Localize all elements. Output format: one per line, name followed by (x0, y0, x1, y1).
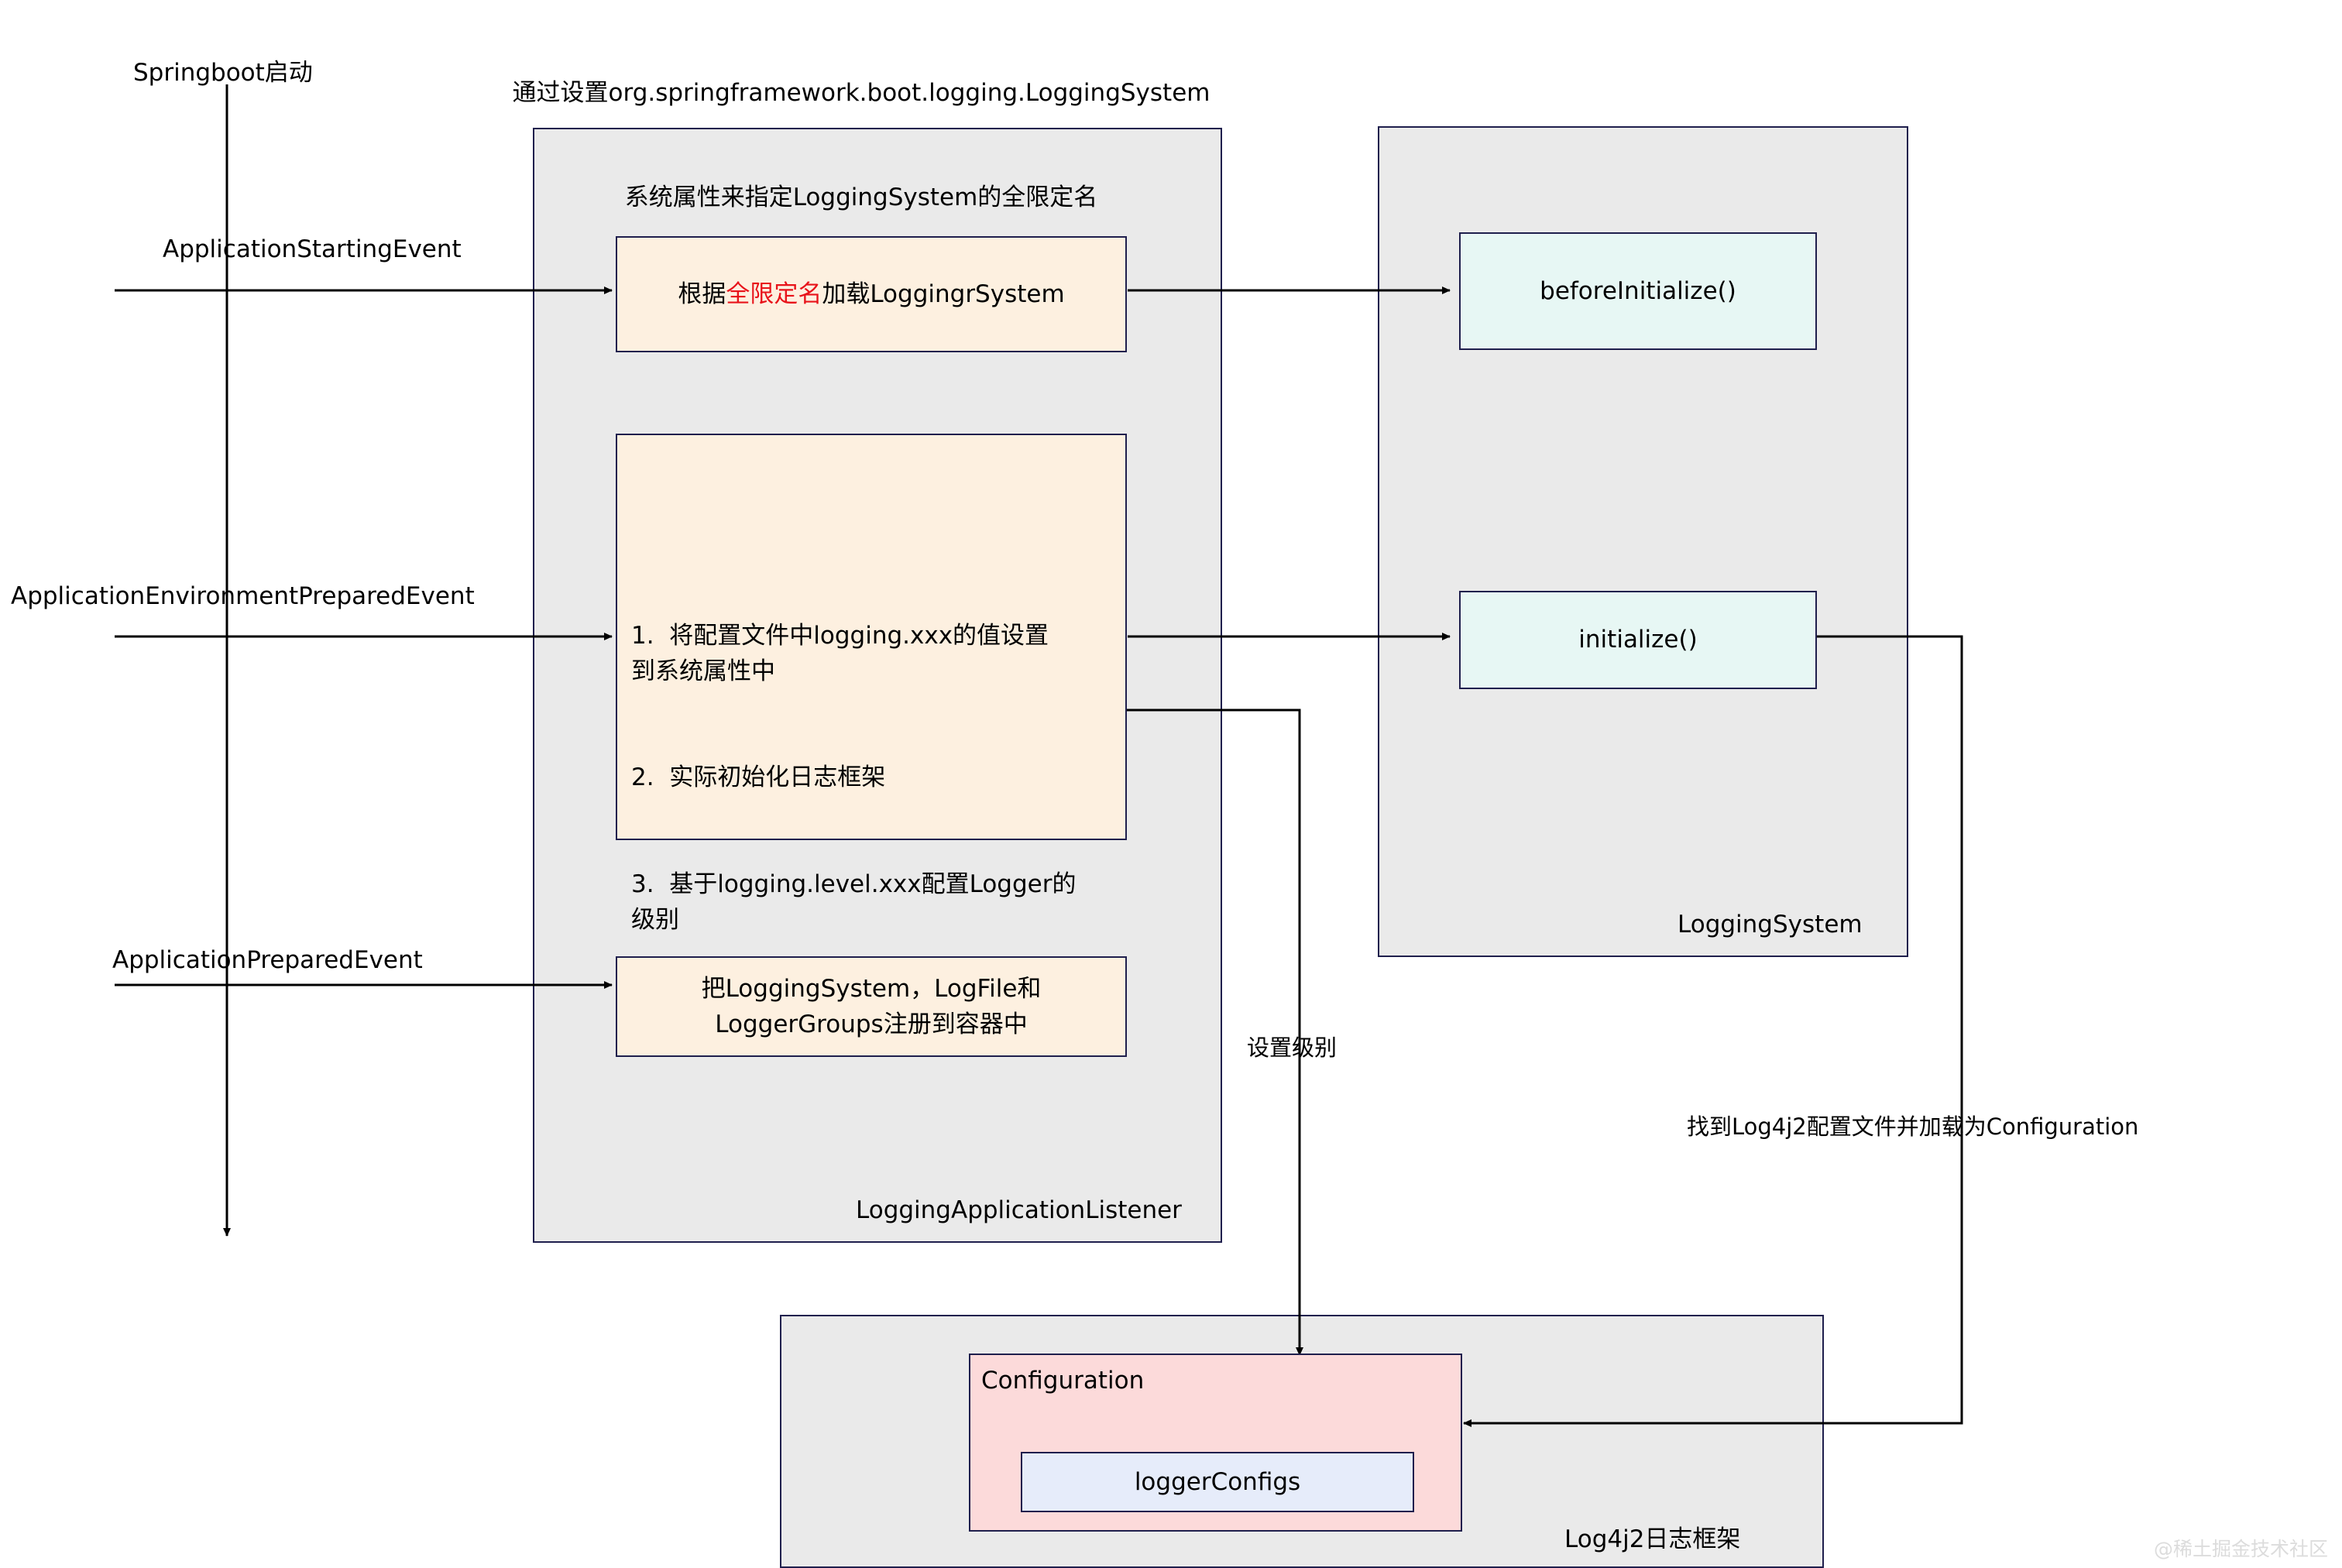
diagram-title: 通过设置org.springframework.boot.logging.Log… (435, 6, 1287, 285)
group-label-logging-application-listener: LoggingApplicationListener (856, 1196, 1182, 1224)
node-initialize-text: initialize() (1578, 626, 1698, 654)
steps-item-2: 2. 实际初始化日志框架 (631, 763, 886, 792)
load-highlight: 全限定名 (726, 280, 822, 308)
steps-list: 1. 将配置文件中logging.xxx的值设置 到系统属性中 2. 实际初始化… (631, 547, 1076, 1009)
node-before-initialize[interactable]: beforeInitialize() (1459, 232, 1817, 350)
event-label-application-prepared: ApplicationPreparedEvent (112, 946, 423, 974)
lifeline-label-springboot: Springboot启动 (133, 59, 313, 87)
node-logger-configs[interactable]: loggerConfigs (1021, 1452, 1414, 1512)
steps-item-1: 1. 将配置文件中logging.xxx的值设置 到系统属性中 (631, 621, 1049, 685)
node-load-logging-system[interactable]: 根据全限定名加载LoggingrSystem (616, 236, 1127, 352)
node-initialize[interactable]: initialize() (1459, 591, 1817, 689)
diagram-title-line2: 系统属性来指定LoggingSystem的全限定名 (624, 183, 1098, 211)
diagram-title-line1: 通过设置org.springframework.boot.logging.Log… (512, 78, 1210, 107)
edge-label-set-level: 设置级别 (1247, 1034, 1338, 1061)
load-suffix: 加载LoggingrSystem (822, 280, 1065, 308)
node-configuration-title: Configuration (981, 1367, 1145, 1395)
node-register-beans[interactable]: 把LoggingSystem，LogFile和 LoggerGroups注册到容… (616, 956, 1127, 1057)
group-label-log4j2-framework: Log4j2日志框架 (1564, 1525, 1741, 1553)
event-label-application-starting: ApplicationStartingEvent (163, 235, 462, 263)
node-before-initialize-text: beforeInitialize() (1540, 276, 1736, 305)
edge-label-find-log4j2-config: 找到Log4j2配置文件并加载为Configuration (1687, 1113, 2139, 1140)
node-register-beans-text: 把LoggingSystem，LogFile和 LoggerGroups注册到容… (701, 974, 1042, 1039)
watermark: @稀土掘金技术社区 (2153, 1538, 2328, 1560)
node-logger-configs-text: loggerConfigs (1134, 1467, 1301, 1496)
event-label-application-environment-prepared: ApplicationEnvironmentPreparedEvent (11, 582, 475, 610)
node-load-logging-system-text: 根据全限定名加载LoggingrSystem (678, 276, 1064, 313)
node-steps[interactable]: 1. 将配置文件中logging.xxx的值设置 到系统属性中 2. 实际初始化… (616, 434, 1127, 934)
steps-item-3: 3. 基于logging.level.xxx配置Logger的 级别 (631, 870, 1077, 934)
load-prefix: 根据 (678, 280, 726, 308)
group-label-logging-system: LoggingSystem (1678, 911, 1863, 938)
